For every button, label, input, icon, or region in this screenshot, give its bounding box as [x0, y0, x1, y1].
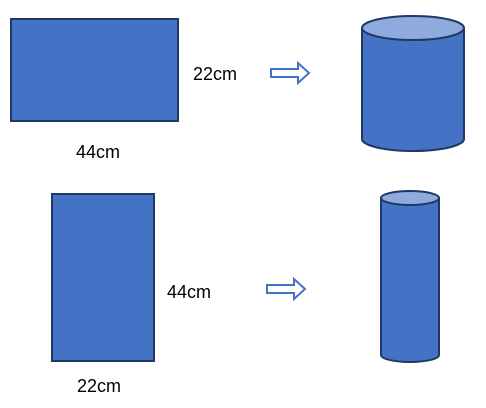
short-wide-cylinder [361, 15, 465, 152]
right-arrow-icon [270, 60, 311, 86]
tall-rectangle [51, 193, 155, 362]
right-arrow-icon [266, 276, 307, 302]
cylinder-top [380, 190, 440, 206]
bottom-row: 44cm 22cm [51, 190, 440, 396]
wide-rectangle [10, 18, 179, 122]
cylinder-top [361, 15, 465, 41]
tall-rectangle-height-label: 44cm [167, 282, 211, 302]
tall-rectangle-width-label: 22cm [77, 376, 121, 396]
wide-rectangle-height-label: 22cm [193, 64, 237, 84]
cylinder-body [361, 28, 465, 152]
cylinder-body [380, 198, 440, 363]
top-row: 22cm 44cm [10, 15, 465, 162]
tall-narrow-cylinder [380, 190, 440, 363]
wide-rectangle-width-label: 44cm [76, 142, 120, 162]
